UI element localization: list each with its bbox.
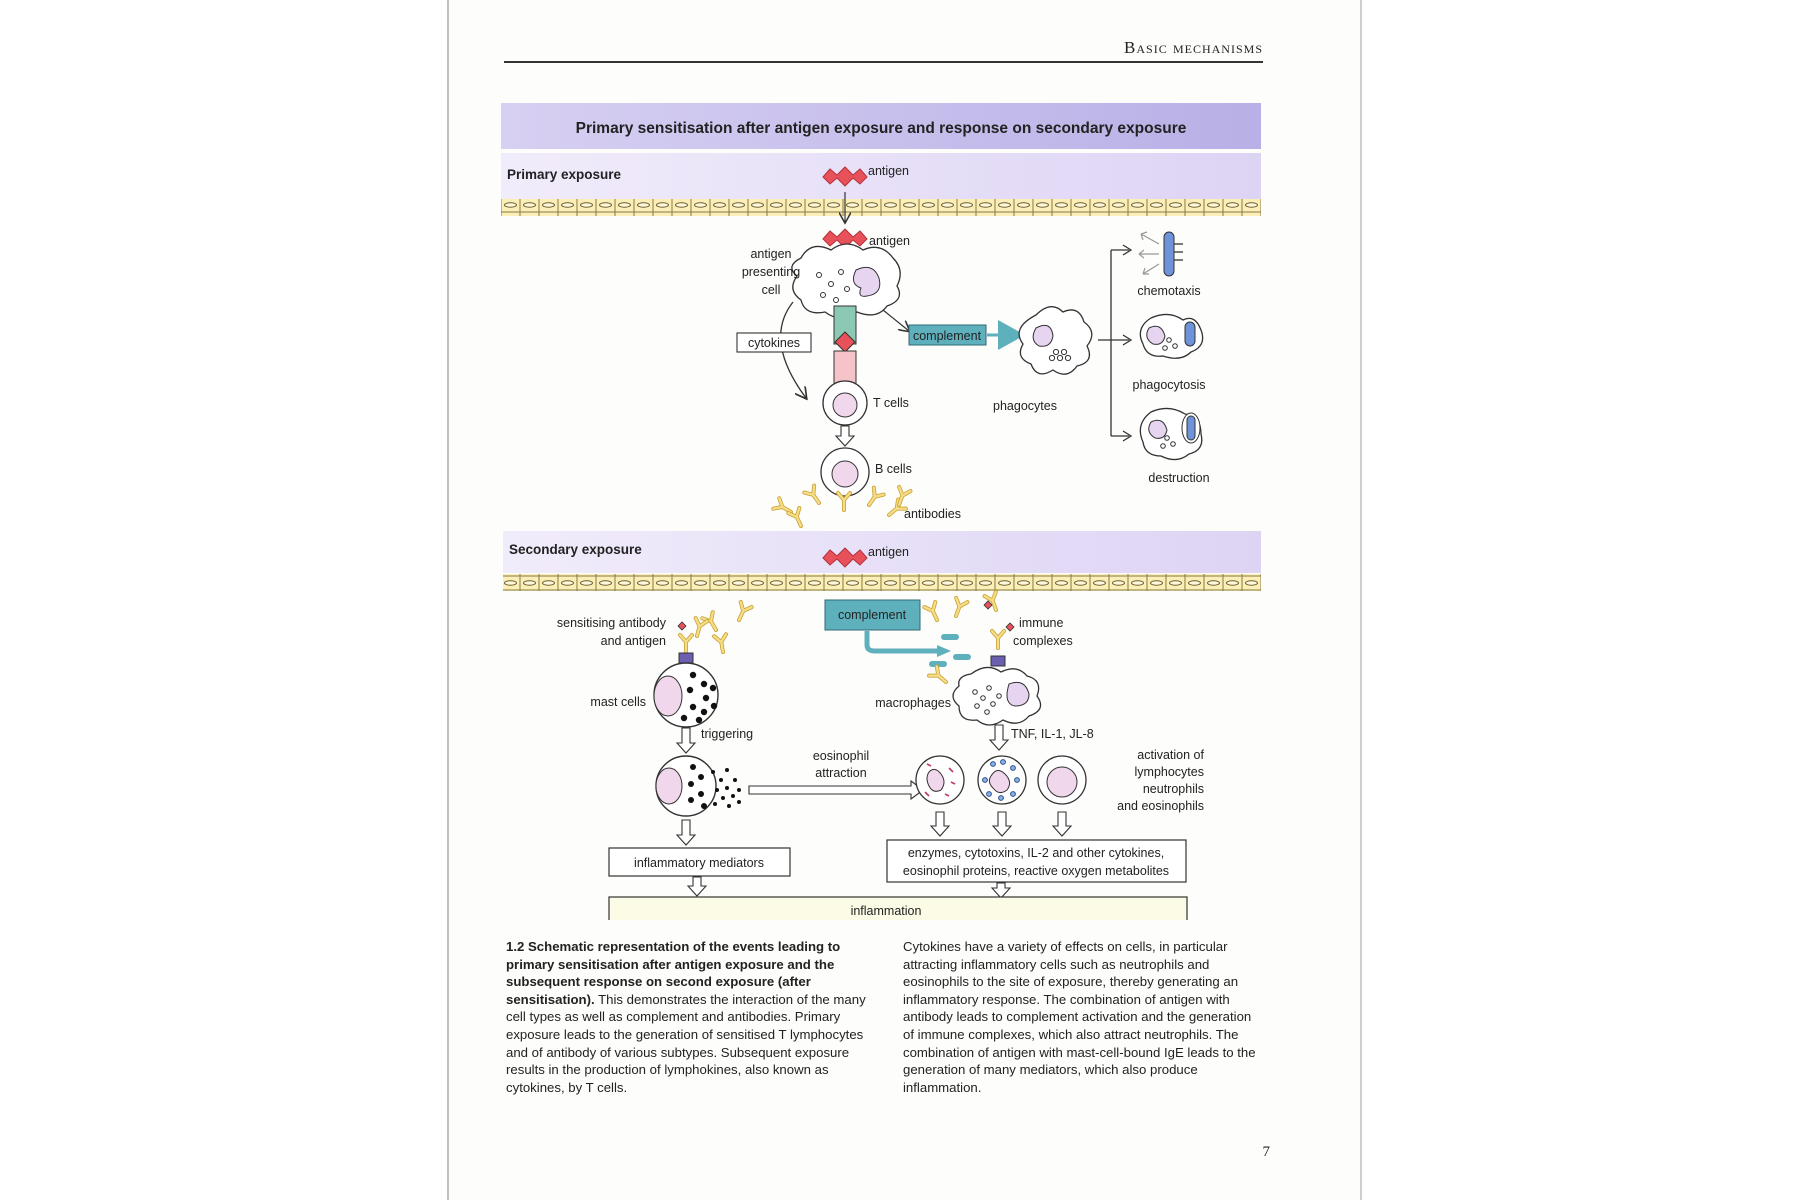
mast-cell xyxy=(653,662,719,728)
primary-exposure-band xyxy=(501,153,1261,199)
enzymes-box xyxy=(886,839,1187,883)
caption-right-column: Cytokines have a variety of effects on c… xyxy=(903,939,1256,1095)
figure-title: Primary sensitisation after antigen expo… xyxy=(576,120,1187,137)
destruction-label: destruction xyxy=(1148,471,1209,485)
immune-complexes-label-1: immune xyxy=(1019,616,1064,630)
enzymes-label-1: enzymes, cytotoxins, IL-2 and other cyto… xyxy=(908,846,1164,860)
destruction-icon xyxy=(1139,407,1203,461)
eosinophil-attraction-label-2: attraction xyxy=(815,766,866,780)
epithelium-secondary xyxy=(503,574,1261,591)
neutrophil-cell xyxy=(915,755,965,805)
antigen-label-secondary: antigen xyxy=(868,545,909,559)
chemotaxis-label: chemotaxis xyxy=(1137,284,1200,298)
figure-diagram: Primary sensitisation after antigen expo… xyxy=(501,103,1261,920)
degranulating-mast-cell xyxy=(655,755,741,817)
immune-complexes-label-2: complexes xyxy=(1013,634,1073,648)
inflammation-box xyxy=(608,896,1188,920)
macrophages-label: macrophages xyxy=(875,696,951,710)
secondary-exposure-label: Secondary exposure xyxy=(509,542,642,557)
primary-exposure-label: Primary exposure xyxy=(507,167,622,182)
figure-title-band xyxy=(501,103,1261,149)
phagocytes-label: phagocytes xyxy=(993,399,1057,413)
enzymes-label-2: eosinophil proteins, reactive oxygen met… xyxy=(903,864,1169,878)
antigen-label-inner: antigen xyxy=(869,234,910,248)
cytokines-label: cytokines xyxy=(748,336,800,350)
antigen-icon-secondary xyxy=(822,547,868,568)
figure-caption: 1.2 Schematic representation of the even… xyxy=(506,938,1263,1108)
b-cells-label: B cells xyxy=(875,462,912,476)
antigen-label-top: antigen xyxy=(868,164,909,178)
eosinophil-cell xyxy=(977,755,1027,805)
running-head: Basic mechanisms xyxy=(1124,38,1263,57)
triggering-label: triggering xyxy=(701,727,753,741)
apc-label-1: antigen xyxy=(750,247,791,261)
phagocytosis-label: phagocytosis xyxy=(1133,378,1206,392)
page-number: 7 xyxy=(1262,1144,1271,1160)
eosinophil-attraction-label-1: eosinophil xyxy=(813,749,869,763)
epithelium-primary xyxy=(501,199,1261,216)
inflammatory-mediators-label: inflammatory mediators xyxy=(634,856,764,870)
complement-box-secondary xyxy=(824,599,921,631)
complement-label-secondary: complement xyxy=(838,608,907,622)
apc-label-3: cell xyxy=(762,283,781,297)
tnf-label: TNF, IL-1, JL-8 xyxy=(1011,727,1094,741)
complement-label-primary: complement xyxy=(913,329,982,343)
t-cells-label: T cells xyxy=(873,396,909,410)
activation-label-3: neutrophils xyxy=(1143,782,1204,796)
cytokines-box xyxy=(736,332,812,353)
chemotaxis-icon xyxy=(1138,231,1183,277)
inflammation-label: inflammation xyxy=(851,904,922,918)
phagocyte xyxy=(1018,306,1093,375)
activation-label-4: and eosinophils xyxy=(1117,799,1204,813)
sensitising-label-1: sensitising antibody xyxy=(557,616,667,630)
caption-title: Schematic representation of the events l… xyxy=(506,939,841,1007)
complement-box-primary xyxy=(908,324,987,346)
caption-number: 1.2 xyxy=(506,939,525,954)
mast-cells-label: mast cells xyxy=(590,695,646,709)
lymphocyte-cell xyxy=(1037,755,1087,805)
caption-left-column: 1.2 Schematic representation of the even… xyxy=(506,938,881,1096)
apc-label-2: presenting xyxy=(742,265,800,279)
eosinophil-attraction-arrow xyxy=(748,779,924,801)
activation-label-1: activation of xyxy=(1137,748,1204,762)
activation-label-2: lymphocytes xyxy=(1135,765,1204,779)
header-rule xyxy=(504,61,1263,63)
antigen-icon xyxy=(822,166,868,187)
sensitising-label-2: and antigen xyxy=(601,634,666,648)
secondary-exposure-band xyxy=(503,531,1261,573)
caption-left-text: This demonstrates the interaction of the… xyxy=(506,991,866,1095)
antigen-presenting-cell xyxy=(791,243,901,319)
book-page: Basic mechanisms xyxy=(447,0,1362,1200)
phagocytosis-icon xyxy=(1139,313,1204,359)
inflammatory-mediators-box xyxy=(608,847,791,877)
antibodies-label: antibodies xyxy=(904,507,961,521)
